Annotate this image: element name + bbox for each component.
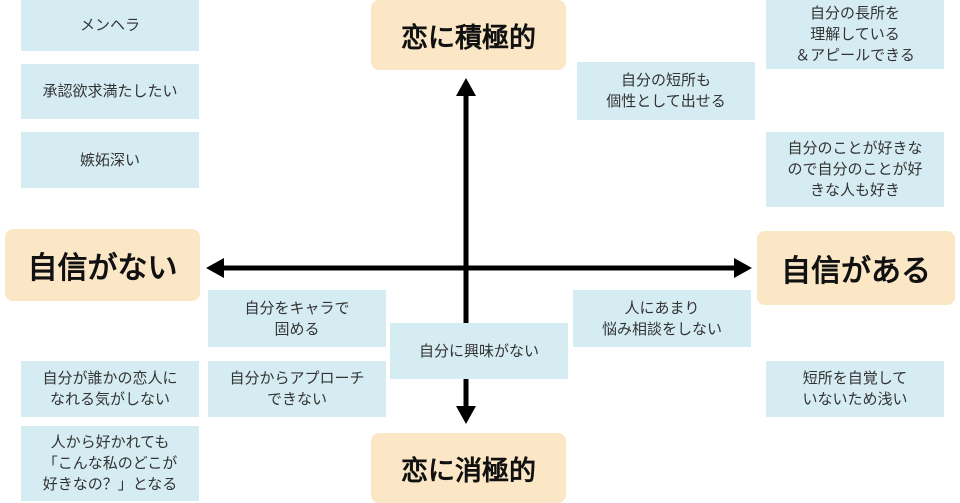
note-menhera: メンヘラ xyxy=(21,0,199,51)
left-arrowhead xyxy=(206,258,224,278)
note-shallow: 短所を自覚して いないため浅い xyxy=(766,361,944,417)
note-flaws-as-individuality: 自分の短所も 個性として出せる xyxy=(577,62,755,120)
note-self-as-lover: 自分が誰かの恋人に なれる気がしない xyxy=(21,361,199,417)
right-arrowhead xyxy=(734,258,752,278)
up-arrowhead xyxy=(456,78,476,96)
note-character: 自分をキャラで 固める xyxy=(208,290,386,347)
note-no-worries-talk: 人にあまり 悩み相談をしない xyxy=(573,290,751,347)
note-jealous: 嫉妬深い xyxy=(21,132,199,188)
axis-label-top: 恋に積極的 xyxy=(371,0,566,70)
note-strengths: 自分の長所を 理解している ＆アピールできる xyxy=(766,0,944,69)
note-no-approach: 自分からアプローチ できない xyxy=(208,361,386,417)
axis-label-left: 自信がない xyxy=(5,229,200,301)
axis-label-bottom: 恋に消極的 xyxy=(371,433,566,503)
down-arrowhead xyxy=(456,406,476,424)
note-likes-self: 自分のことが好きな ので自分のことが好 きな人も好き xyxy=(766,132,944,207)
note-approval: 承認欲求満たしたい xyxy=(21,64,199,119)
note-not-interested: 自分に興味がない xyxy=(390,323,568,379)
note-be-liked: 人から好かれても 「こんな私のどこが 好きなの？」となる xyxy=(21,426,199,501)
axis-label-right: 自信がある xyxy=(757,231,955,305)
